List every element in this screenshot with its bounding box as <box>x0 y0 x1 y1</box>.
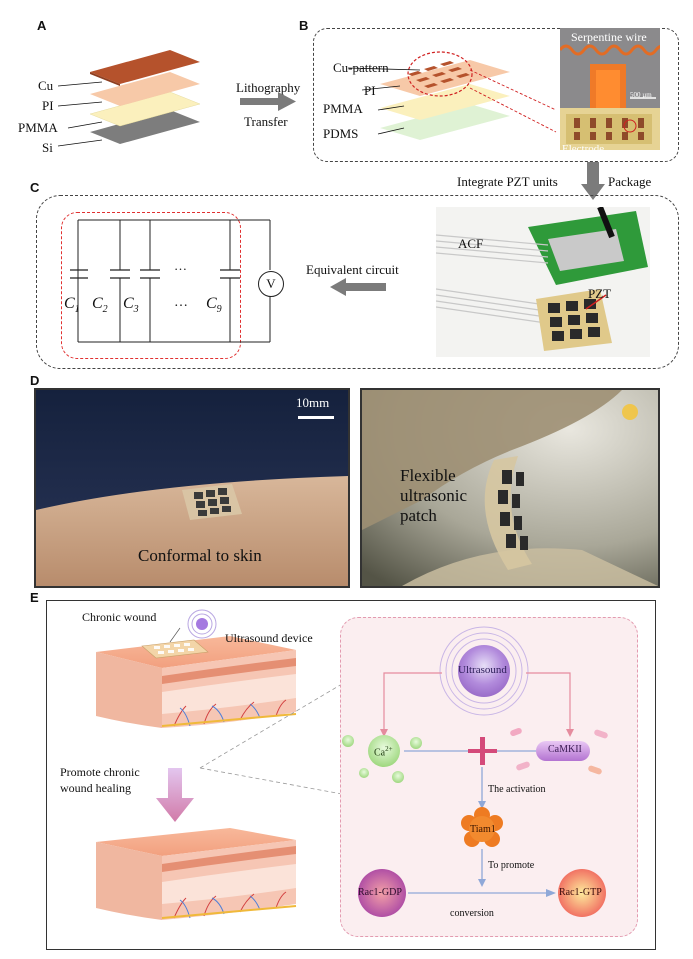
tiam1-node: Tiam1 <box>470 824 496 835</box>
serpentine-label: Serpentine wire <box>571 30 647 44</box>
conversion-label: conversion <box>450 908 494 919</box>
panel-d-letter: D <box>30 373 40 388</box>
electrode-photo <box>560 108 660 150</box>
pdms-layer <box>380 104 510 140</box>
pi-layer-b <box>380 60 510 96</box>
capacitor-label-c9: C9 <box>206 295 222 316</box>
layer-label-pmma: PMMA <box>18 120 58 135</box>
flexible-patch-photo <box>360 388 660 588</box>
calcium-node: Ca2+ <box>374 745 393 759</box>
promote-healing-label: Promote chronic wound healing <box>60 765 140 795</box>
left-arrow-icon <box>330 278 386 296</box>
equivalent-circuit-label: Equivalent circuit <box>306 262 399 277</box>
panel-b-frame <box>313 28 679 162</box>
ultrasound-node: Ultrasound <box>458 664 507 676</box>
package-label: Package <box>608 174 652 189</box>
panel-b-letter: B <box>299 18 309 33</box>
chronic-wound-label: Chronic wound <box>82 610 157 624</box>
panel-a-letter: A <box>37 18 47 33</box>
capacitor-label-dots: … <box>174 295 188 310</box>
callout-lines <box>199 683 343 795</box>
process-arrow-icon <box>240 92 296 111</box>
cu-pattern <box>408 61 470 88</box>
capacitor-label-c2: C2 <box>92 295 108 316</box>
electrode-label: Electrode <box>562 143 605 155</box>
ultrasound-device-label: Ultrasound device <box>225 631 313 645</box>
dots-label: … <box>174 258 187 273</box>
transfer-label: Transfer <box>244 114 288 129</box>
layer-label-pi: PI <box>42 98 54 113</box>
packaged-device-photo <box>436 207 650 357</box>
pi-layer <box>90 72 200 106</box>
scale-label-500um: 500 µm <box>630 91 652 99</box>
to-promote-label: To promote <box>488 860 535 871</box>
layer-label-pi-b: PI <box>364 83 376 98</box>
skin-illustration <box>96 609 297 920</box>
conformal-caption: Conformal to skin <box>138 546 262 565</box>
camkii-node: CaMKII <box>548 744 582 755</box>
capacitor-array-highlight <box>61 212 241 359</box>
flexible-patch-caption: Flexible ultrasonic patch <box>400 466 468 525</box>
mechanism-diagram <box>342 626 608 917</box>
layer-stack-a <box>57 50 201 147</box>
scale-bar-label: 10mm <box>296 395 330 410</box>
capacitor-label-c1: C1 <box>64 295 80 316</box>
voltmeter-icon: V <box>258 271 284 297</box>
pmma-layer-b <box>380 84 510 120</box>
serpentine-photo <box>560 28 660 108</box>
pzt-label: PZT <box>588 286 612 301</box>
integrate-pzt-label: Integrate PZT units <box>457 174 558 189</box>
layer-label-pmma-b: PMMA <box>323 101 363 116</box>
equivalent-circuit-diagram <box>70 219 271 343</box>
panel-c-frame <box>36 195 679 369</box>
panel-e-letter: E <box>30 590 39 605</box>
layer-stack-b <box>347 51 557 140</box>
capacitor-label-c3: C3 <box>123 295 139 316</box>
lithography-label: Lithography <box>236 80 301 95</box>
panel-e-frame <box>46 600 656 950</box>
skin-photo <box>34 388 350 588</box>
rac1-gtp-node: Rac1-GTP <box>559 887 602 898</box>
rac1-gdp-node: Rac1-GDP <box>358 887 402 898</box>
si-layer <box>90 110 200 144</box>
acf-label: ACF <box>458 236 484 251</box>
activation-label: The activation <box>488 784 546 795</box>
layer-label-pdms: PDMS <box>323 126 359 141</box>
down-arrow-icon <box>581 162 605 200</box>
layer-label-si: Si <box>42 140 53 155</box>
panel-c-letter: C <box>30 180 40 195</box>
layer-label-cu-pattern: Cu-pattern <box>333 60 389 75</box>
layer-label-cu: Cu <box>38 78 54 93</box>
cu-layer <box>90 50 200 84</box>
